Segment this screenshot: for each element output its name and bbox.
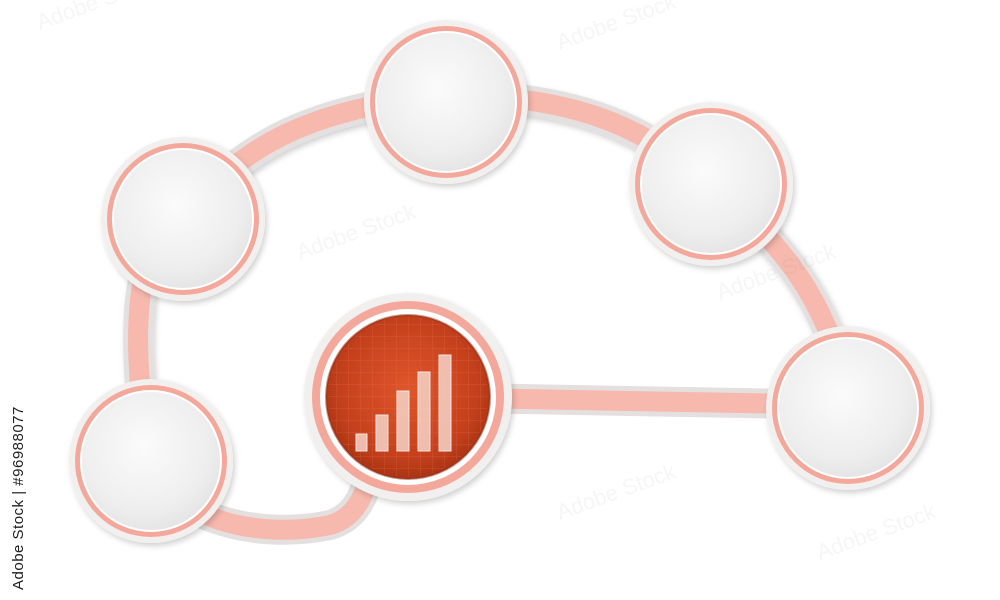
svg-text:Adobe Stock: Adobe Stock — [553, 0, 680, 55]
diagram-node — [101, 137, 265, 301]
svg-text:Adobe Stock: Adobe Stock — [293, 198, 420, 265]
stock-id-text: Adobe Stock | #96988077 — [10, 406, 27, 590]
stock-id-label: Adobe Stock | #96988077 — [4, 300, 34, 590]
diagram-node — [766, 326, 930, 490]
diagram-node — [69, 379, 233, 543]
svg-text:Adobe Stock: Adobe Stock — [33, 0, 160, 35]
svg-text:Adobe Stock: Adobe Stock — [813, 498, 940, 565]
bar-chart-icon — [355, 354, 452, 452]
svg-text:Adobe Stock: Adobe Stock — [553, 458, 680, 525]
diagram-node — [629, 102, 793, 266]
diagram-node — [364, 20, 528, 184]
